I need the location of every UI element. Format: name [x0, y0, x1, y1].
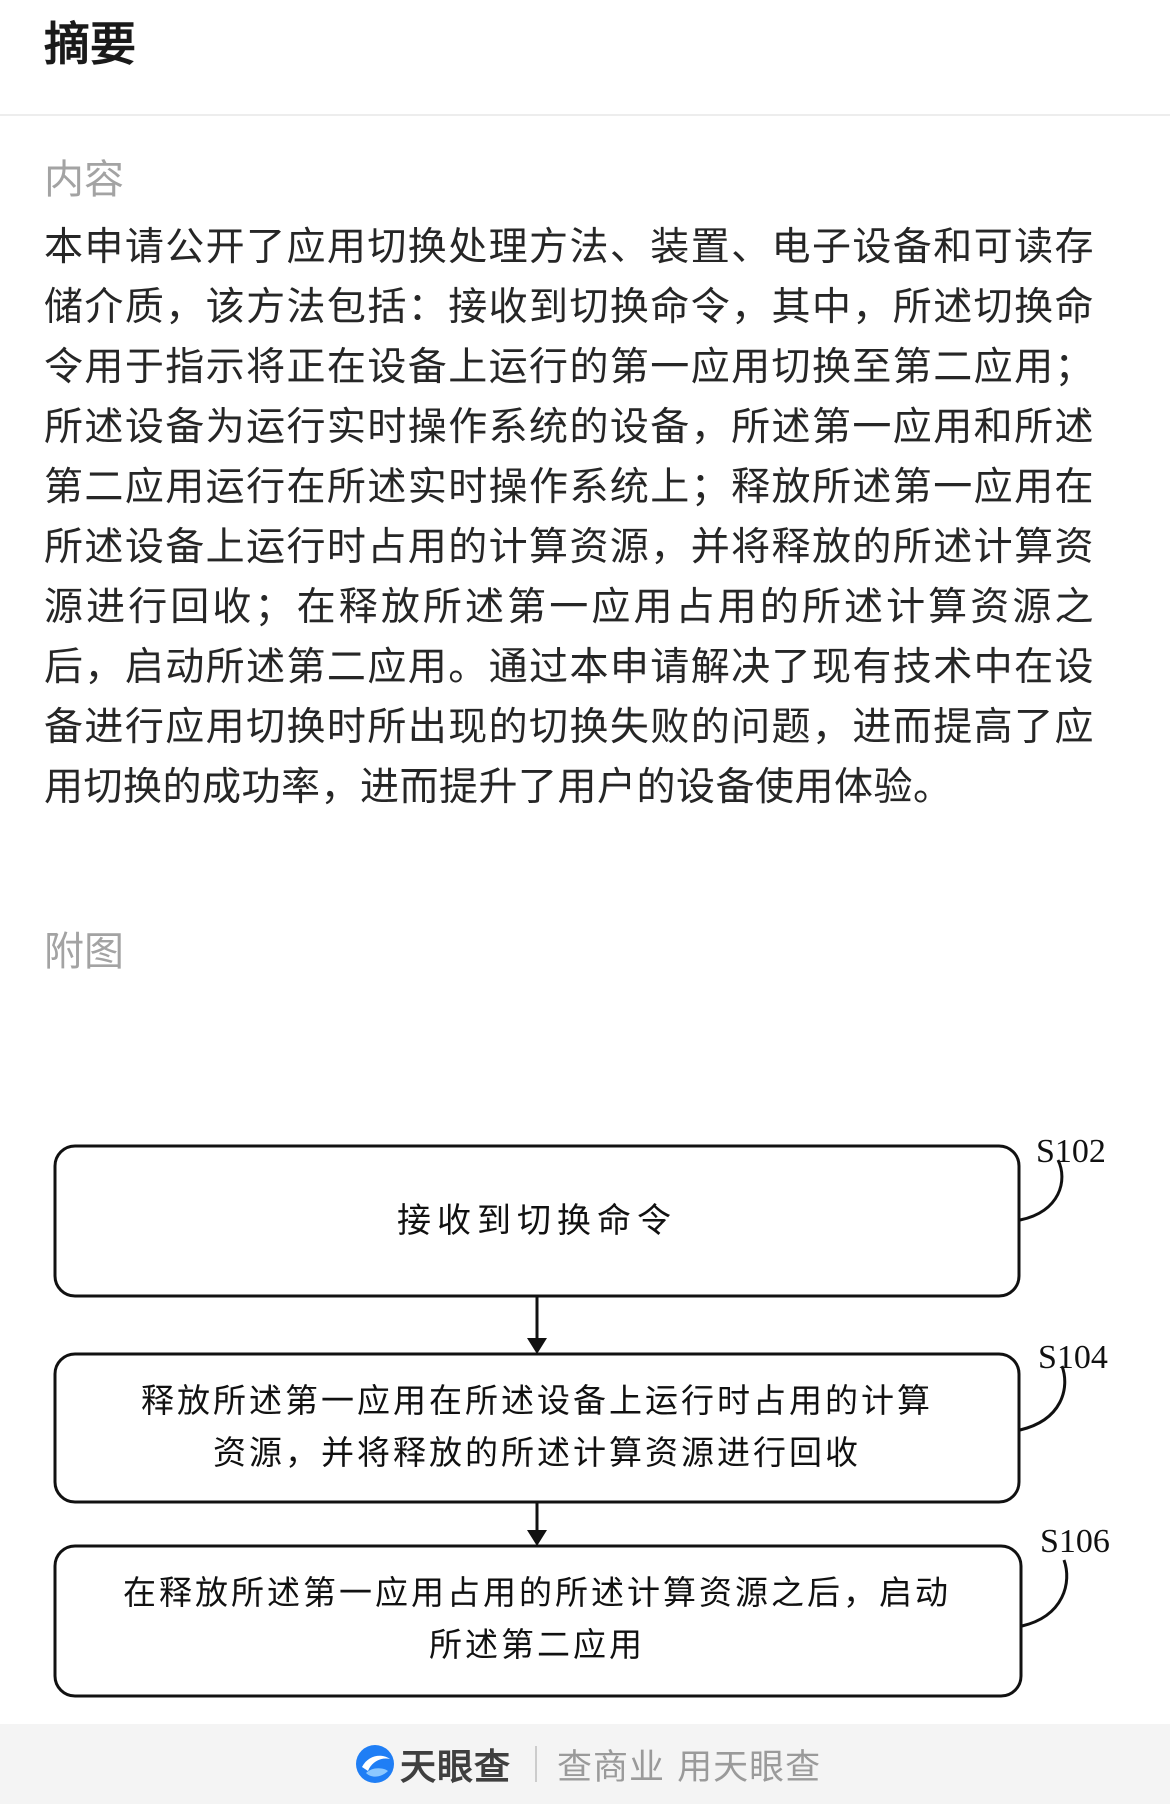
tianyancha-logo-icon	[356, 1745, 394, 1783]
step-text-s106-line1: 在释放所述第一应用占用的所述计算资源之后，启动	[123, 1573, 951, 1612]
step-id-s106: S106	[1040, 1523, 1110, 1560]
figure-section-label: 附图	[44, 929, 124, 975]
arrowhead-2-icon	[527, 1530, 547, 1546]
footer-slogan: 查商业 用天眼查	[557, 1747, 822, 1788]
step-id-s102: S102	[1036, 1133, 1106, 1170]
brand-name: 天眼查	[400, 1747, 512, 1788]
callout-leader-s104	[1019, 1365, 1067, 1432]
arrowhead-1-icon	[527, 1338, 547, 1354]
step-box-s106	[53, 1544, 1023, 1698]
flowchart-svg: 接收到切换命令 S102 释放所述第一应用在所述设备上运行时占用的计算 资源，并…	[53, 1133, 1110, 1698]
step-text-s104-line2: 资源，并将释放的所述计算资源进行回收	[213, 1433, 861, 1472]
step-text-s106-line2: 所述第二应用	[429, 1625, 645, 1664]
flowchart-figure[interactable]: 接收到切换命令 S102 释放所述第一应用在所述设备上运行时占用的计算 资源，并…	[0, 1120, 1170, 1720]
callout-leader-s106	[1021, 1559, 1069, 1628]
step-text-s102-line1: 接收到切换命令	[397, 1201, 677, 1241]
step-id-s104: S104	[1038, 1339, 1108, 1376]
footer-banner[interactable]: 天眼查 查商业 用天眼查	[0, 1724, 1170, 1804]
page-title: 摘要	[44, 17, 136, 71]
page-header: 摘要	[0, 0, 1170, 116]
callout-leader-s102	[1019, 1159, 1064, 1222]
content-section-label: 内容	[44, 157, 124, 203]
step-box-s104	[53, 1352, 1021, 1504]
abstract-text: 本申请公开了应用切换处理方法、装置、电子设备和可读存储介质，该方法包括：接收到切…	[44, 225, 1094, 810]
step-text-s104-line1: 释放所述第一应用在所述设备上运行时占用的计算	[141, 1381, 933, 1420]
footer-divider	[535, 1746, 538, 1782]
footer-brand-group: 天眼查 查商业 用天眼查	[354, 1736, 821, 1792]
